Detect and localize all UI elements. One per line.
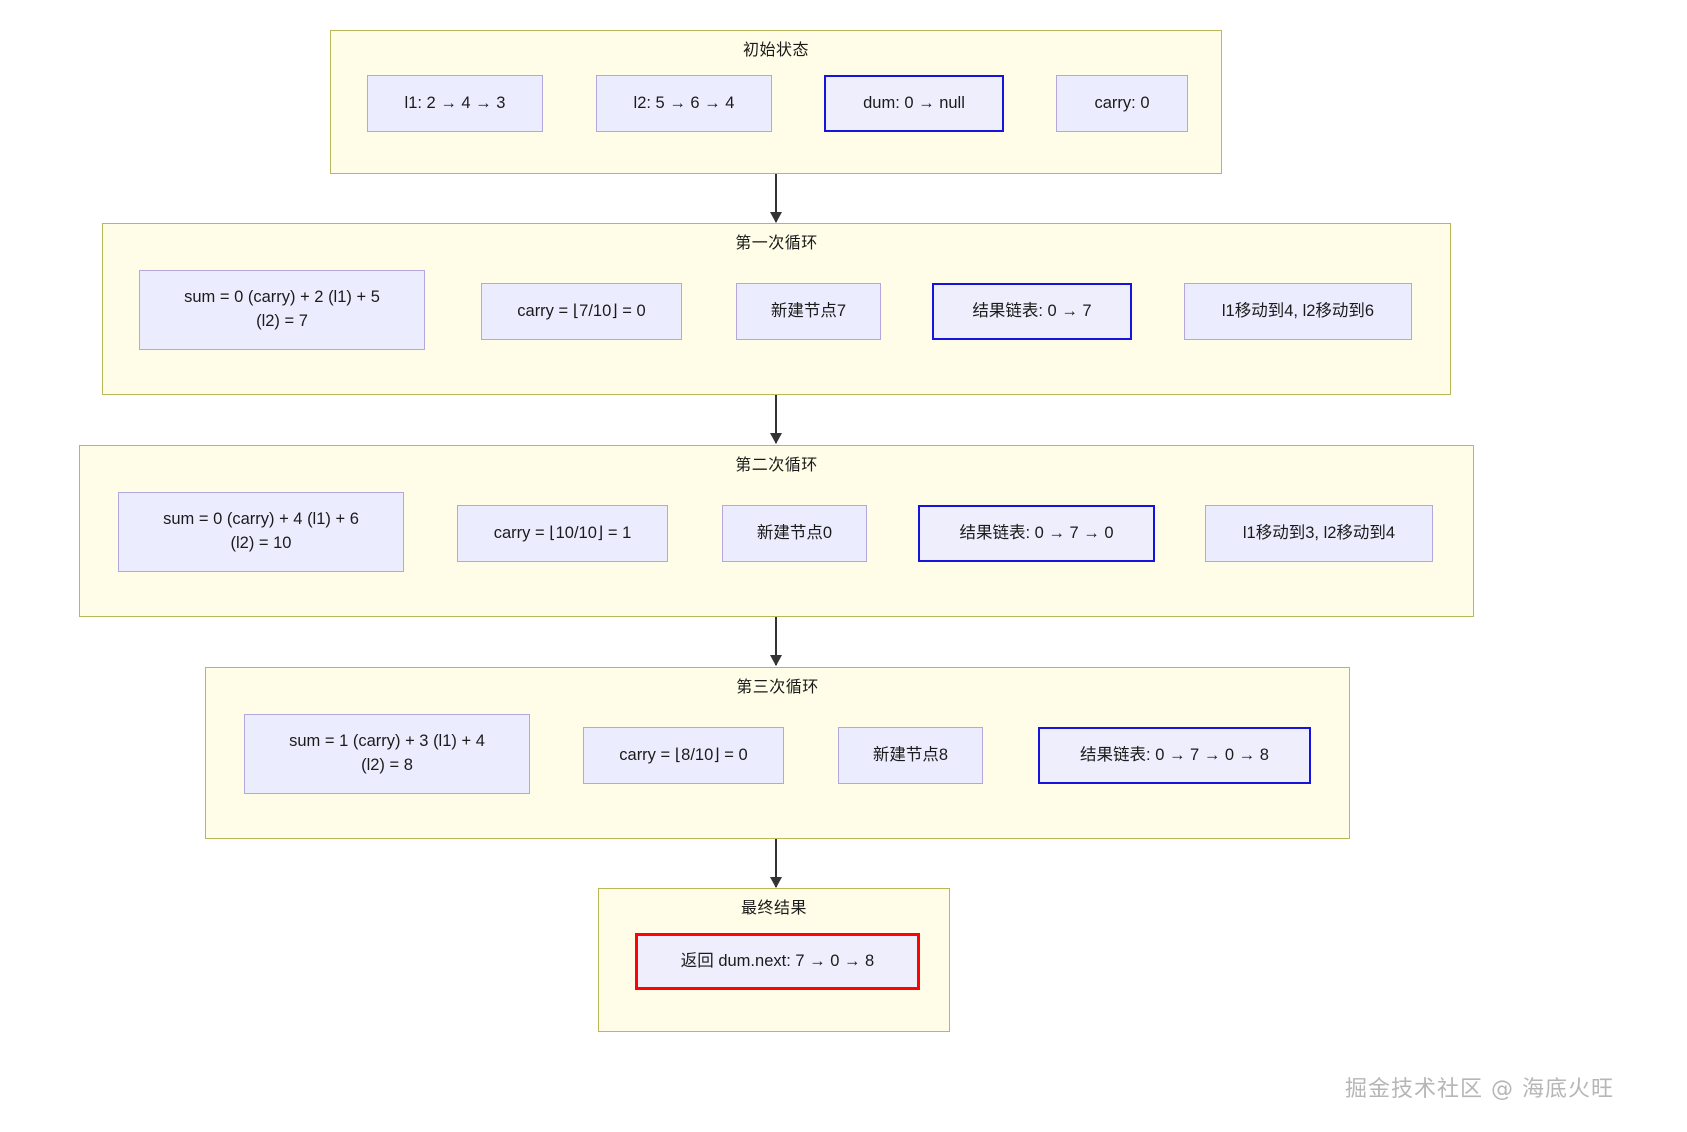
group-title-loop-3: 第三次循环 [736,679,819,696]
group-initial-state: 初始状态 l1: 2 → 4 → 3 l2: 5 → 6 → 4 dum: 0 … [330,30,1222,174]
node-sum-loop3: sum = 1 (carry) + 3 (l1) + 4 (l2) = 8 [244,714,530,794]
group-loop-1: 第一次循环 sum = 0 (carry) + 2 (l1) + 5 (l2) … [102,223,1451,395]
node-move-loop1: l1移动到4, l2移动到6 [1184,283,1412,340]
node-l2: l2: 5 → 6 → 4 [596,75,772,132]
node-sum-loop1: sum = 0 (carry) + 2 (l1) + 5 (l2) = 7 [139,270,425,350]
node-carry-loop1: carry = ⌊7/10⌋ = 0 [481,283,682,340]
group-loop-2: 第二次循环 sum = 0 (carry) + 4 (l1) + 6 (l2) … [79,445,1474,617]
node-result-loop3: 结果链表: 0 → 7 → 0 → 8 [1038,727,1311,784]
node-newnode-loop2: 新建节点0 [722,505,867,562]
node-newnode-loop1: 新建节点7 [736,283,881,340]
node-move-loop2: l1移动到3, l2移动到4 [1205,505,1433,562]
connector-loop3-to-final [770,839,782,888]
group-title-loop-1: 第一次循环 [735,235,818,252]
group-loop-3: 第三次循环 sum = 1 (carry) + 3 (l1) + 4 (l2) … [205,667,1350,839]
group-title-final-result: 最终结果 [740,900,807,917]
connector-loop1-to-loop2 [770,395,782,444]
node-sum-loop2: sum = 0 (carry) + 4 (l1) + 6 (l2) = 10 [118,492,404,572]
group-title-loop-2: 第二次循环 [735,457,818,474]
node-final-return: 返回 dum.next: 7 → 0 → 8 [635,933,920,990]
node-l1: l1: 2 → 4 → 3 [367,75,543,132]
node-result-loop1: 结果链表: 0 → 7 [932,283,1132,340]
node-newnode-loop3: 新建节点8 [838,727,983,784]
group-final-result: 最终结果 返回 dum.next: 7 → 0 → 8 [598,888,950,1032]
node-carry-initial: carry: 0 [1056,75,1188,132]
group-title-initial-state: 初始状态 [742,42,809,59]
node-carry-loop3: carry = ⌊8/10⌋ = 0 [583,727,784,784]
connector-initial-to-loop1 [770,174,782,223]
node-dummy-head: dum: 0 → null [824,75,1004,132]
watermark: 掘金技术社区 @ 海底火旺 [1345,1077,1614,1102]
connector-loop2-to-loop3 [770,617,782,666]
node-result-loop2: 结果链表: 0 → 7 → 0 [918,505,1155,562]
node-carry-loop2: carry = ⌊10/10⌋ = 1 [457,505,668,562]
